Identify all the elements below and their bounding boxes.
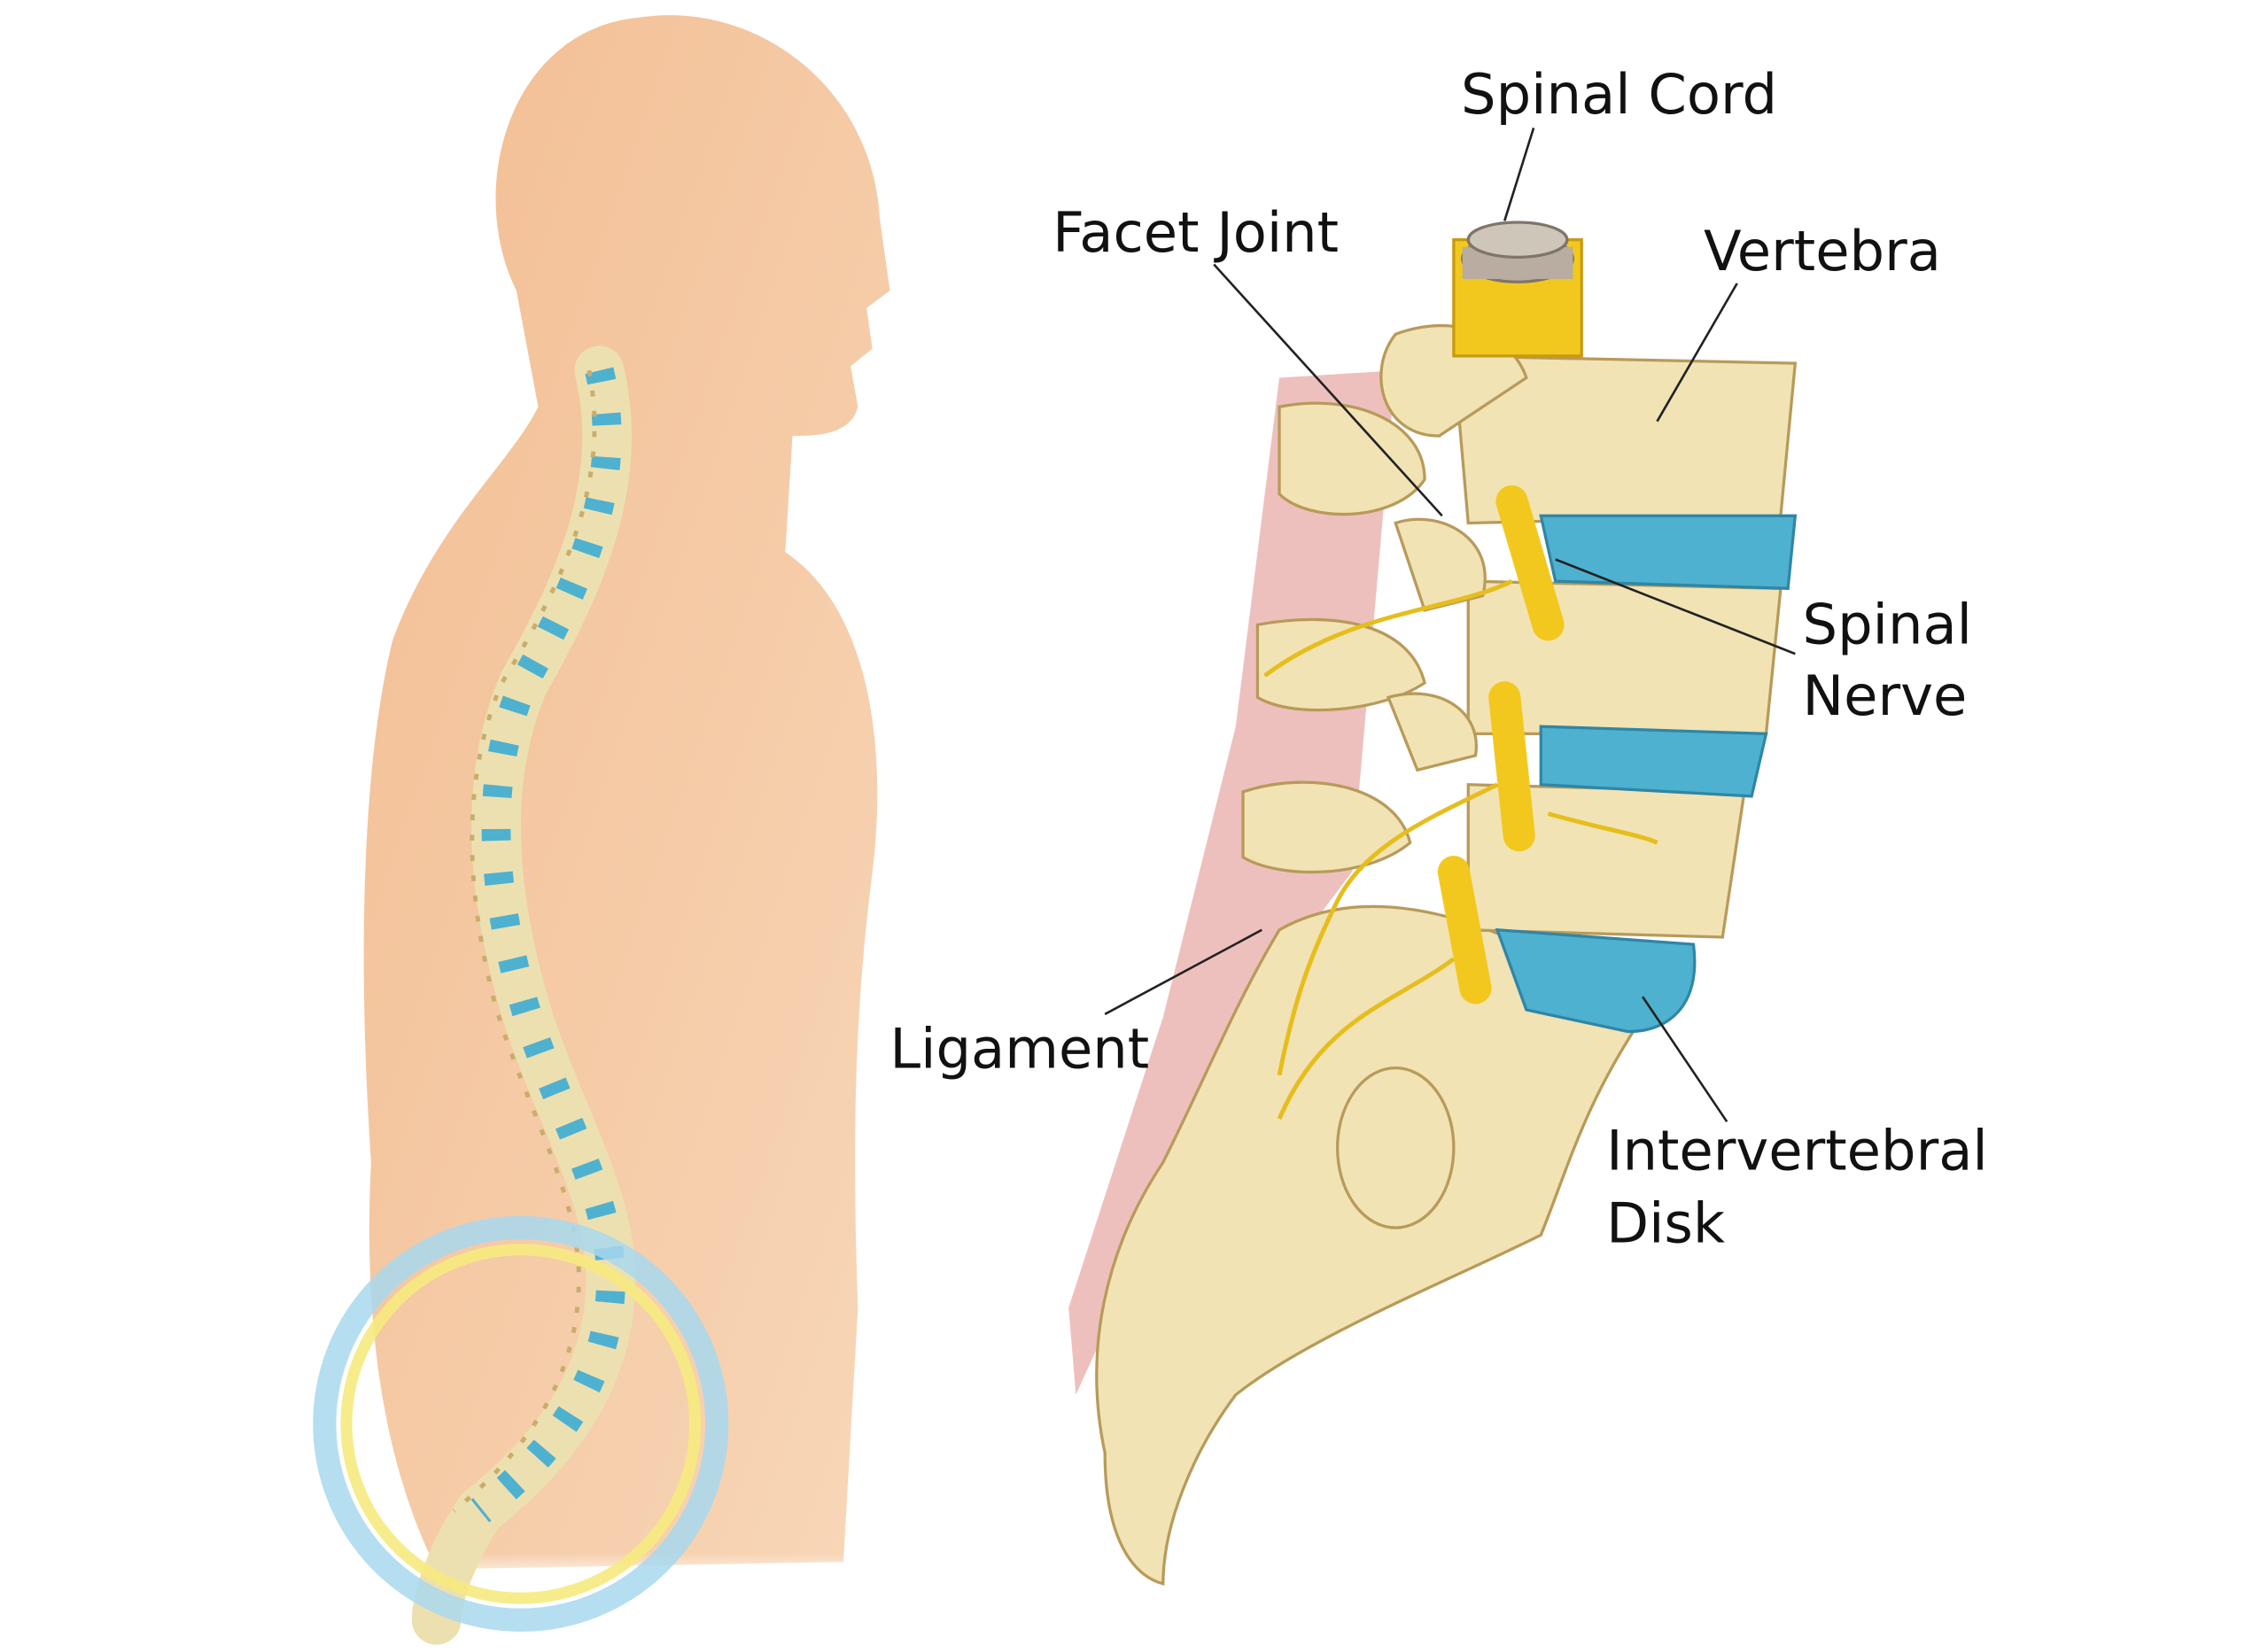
label-intervertebral-disk-line1: Intervertebral	[1606, 1118, 1988, 1183]
label-intervertebral-disk-line2: Disk	[1606, 1191, 1725, 1255]
lumbar-spine-illustration	[1068, 221, 1798, 1586]
leader-lines	[1104, 127, 1796, 1123]
label-ligament: Ligament	[889, 1017, 1149, 1082]
label-vertebra: Vertebra	[1704, 219, 1941, 283]
spinal-nerves	[1263, 485, 1658, 1120]
lumbar-highlight-ring	[313, 1215, 729, 1633]
spinal-cord	[1452, 221, 1583, 358]
label-spinal-nerve-line1: Spinal	[1803, 593, 1972, 657]
label-facet-joint: Facet Joint	[1052, 200, 1339, 265]
spine-column	[411, 345, 636, 1645]
label-spinal-cord: Spinal Cord	[1461, 62, 1777, 127]
label-spinal-nerve-line2: Nerve	[1803, 663, 1968, 728]
